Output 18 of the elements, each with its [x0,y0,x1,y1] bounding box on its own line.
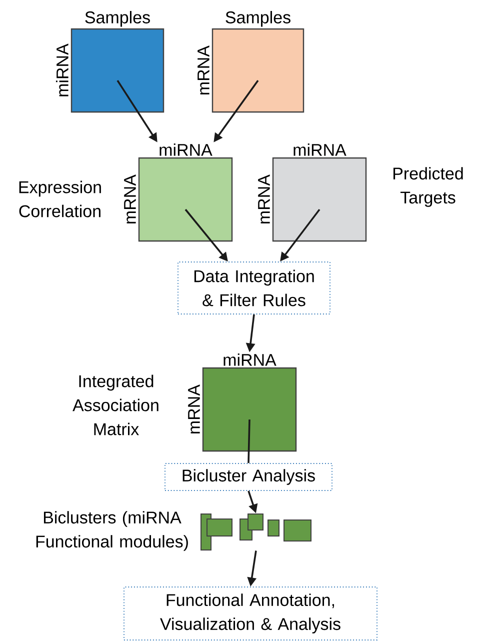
process-box: Data Integration & Filter Rules [178,262,330,314]
process-box: Bicluster Analysis [164,463,332,491]
side-label: Integrated Association Matrix [72,374,158,436]
bicluster-drawing [200,514,312,550]
axis-label: mRNA [124,174,136,224]
axis-label: Samples [85,10,150,27]
axis-label: miRNA [160,144,212,156]
side-label: Predicted Targets [393,167,463,207]
axis-label: mRNA [258,174,270,224]
axis-label: mRNA [198,46,210,94]
axis-label: mRNA [188,384,200,434]
side-label: Biclusters (miRNA Functional modules) [36,511,188,551]
side-label: Expression Correlation [19,180,101,218]
axis-label: miRNA [224,354,276,366]
axis-label: Samples [226,10,290,27]
axis-label: miRNA [56,44,68,96]
axis-label: miRNA [294,144,346,156]
process-box: Functional Annotation, Visualization & Analysis [124,586,378,640]
